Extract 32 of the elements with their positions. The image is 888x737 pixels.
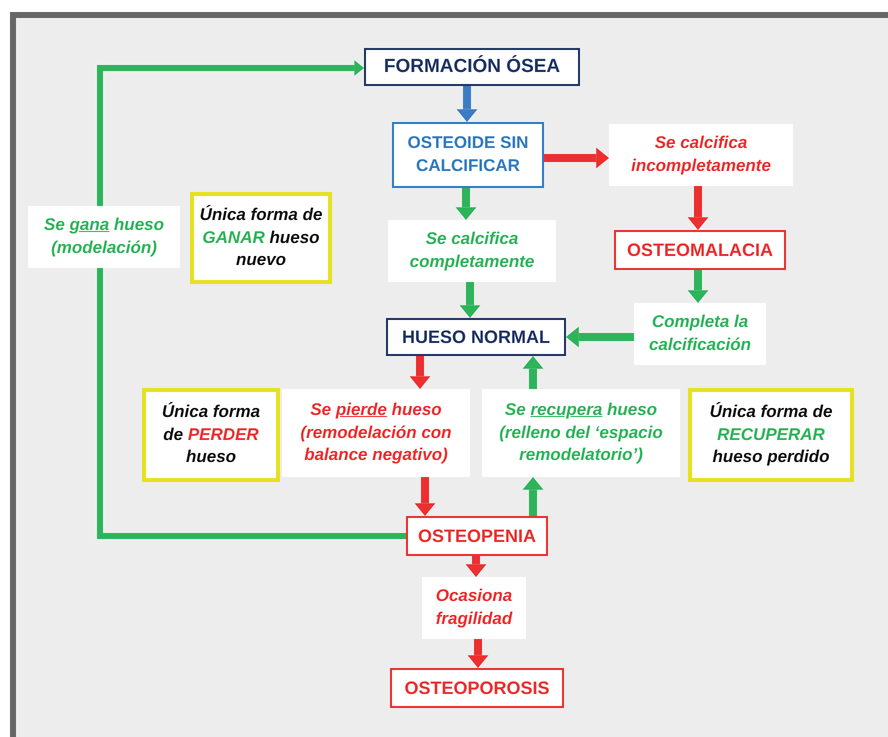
node-text: OSTEOMALACIA: [627, 238, 773, 262]
node-text: OSTEOPOROSIS: [404, 676, 550, 700]
condition-box: [614, 230, 786, 270]
note-label-box: [422, 577, 526, 639]
note-label-box: [28, 206, 180, 268]
node-text: Única forma de PERDER hueso: [160, 400, 262, 468]
node-text: Se gana hueso (modelación): [42, 214, 165, 259]
highlight-note-box: [142, 388, 280, 482]
node-text: OSTEOIDE SIN CALCIFICAR: [406, 132, 530, 177]
process-box: [386, 318, 566, 356]
node-text: Completa la calcificación: [648, 311, 752, 356]
note-label-box: [609, 124, 793, 186]
highlight-note-box: [688, 388, 854, 482]
note-label-box: [282, 389, 470, 477]
highlight-note-box: [190, 192, 332, 284]
node-text: OSTEOPENIA: [418, 524, 536, 548]
process-box: [364, 48, 580, 86]
node-text: Se calcifica completamente: [408, 228, 536, 273]
note-label-box: [634, 303, 766, 365]
note-label-box: [482, 389, 680, 477]
note-label-box: [388, 220, 556, 282]
process-box: [392, 122, 544, 188]
condition-box: [406, 516, 548, 556]
node-text: Se calcifica incompletamente: [630, 132, 772, 177]
node-text: Única forma de RECUPERAR hueso perdido: [708, 400, 834, 468]
node-text: Se recupera hueso (relleno del ‘espacio remodelatorio’): [498, 398, 664, 466]
node-text: Ocasiona fragilidad: [434, 585, 514, 630]
node-text: FORMACIÓN ÓSEA: [384, 54, 560, 80]
node-text: Única forma de GANAR hueso nuevo: [198, 204, 324, 272]
condition-box: [390, 668, 564, 708]
node-text: Se pierde hueso (remodelación con balance negativo): [299, 398, 453, 466]
node-text: HUESO NORMAL: [402, 326, 550, 349]
